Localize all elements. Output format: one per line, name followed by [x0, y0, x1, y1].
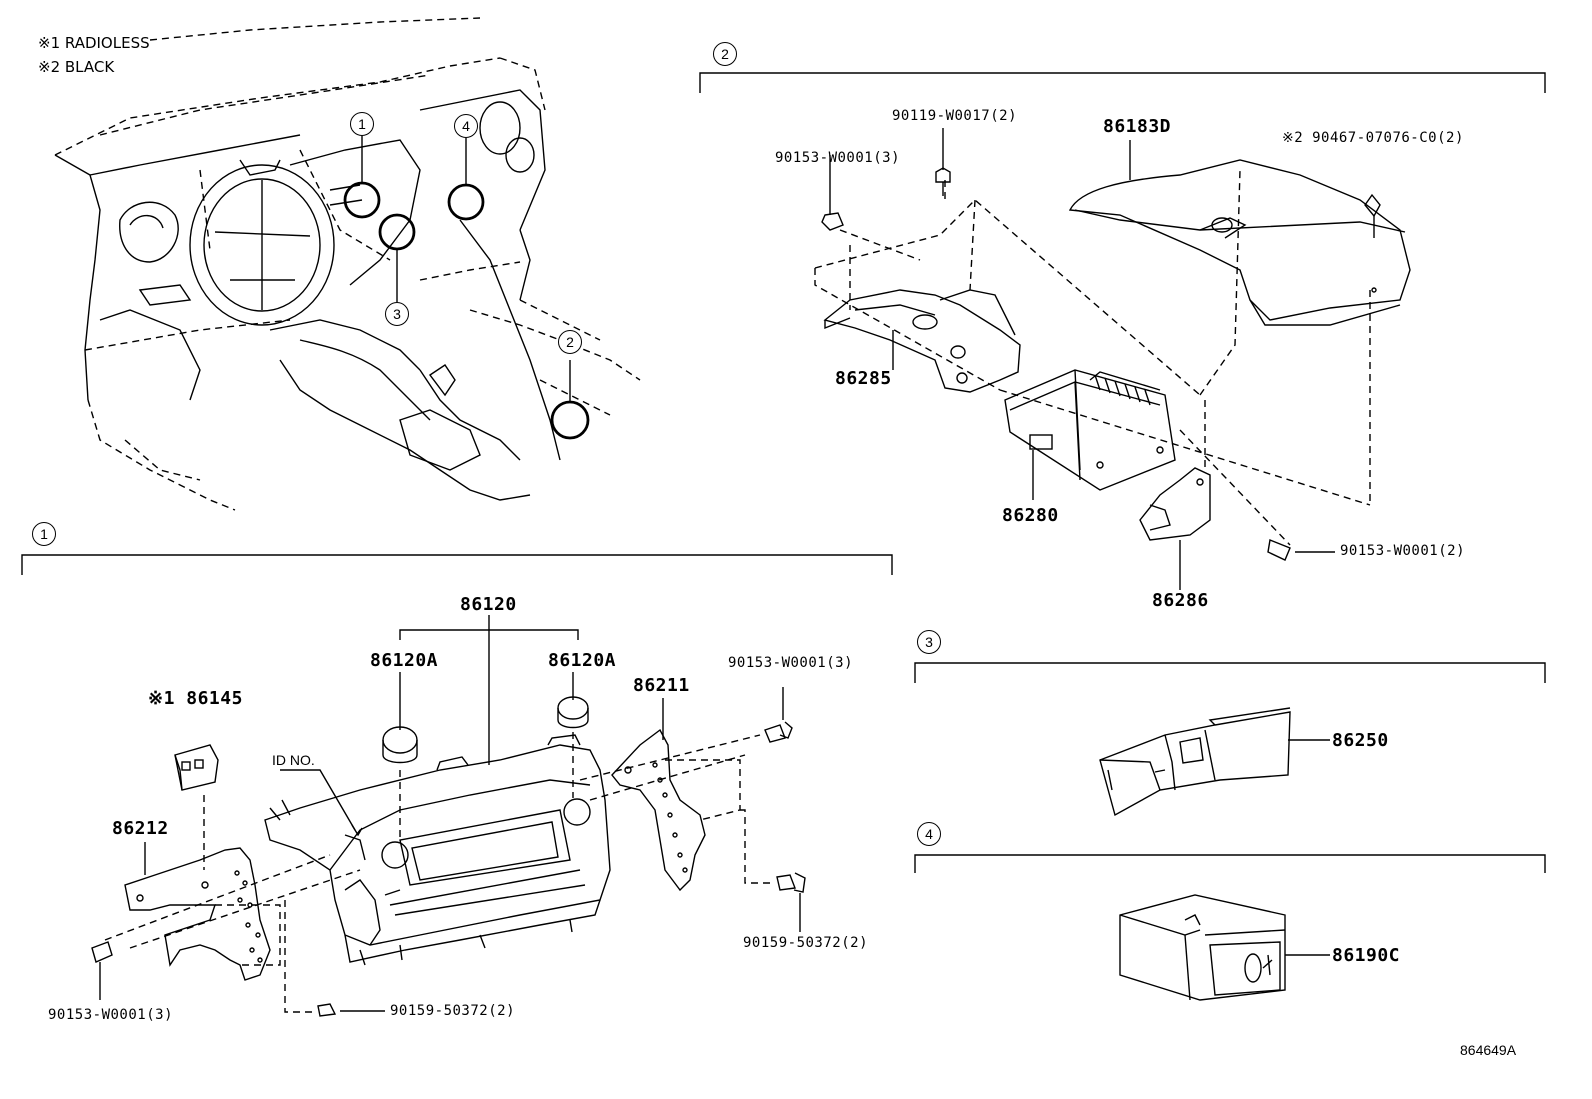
cover-86183D-drawing [1068, 140, 1411, 326]
note-radioless: ※1 RADIOLESS [38, 34, 150, 52]
label-90159-50372-s1-right: 90159-50372(2) [743, 935, 869, 951]
label-86120A-right: 86120A [548, 650, 617, 671]
label-90153-W0001-s1-right: 90153-W0001(3) [728, 655, 854, 671]
callout-3: 3 [385, 302, 409, 326]
label-90153-W0001-bottom: 90153-W0001(2) [1340, 543, 1466, 559]
bracket-86211-drawing [579, 687, 806, 932]
label-86183D: 86183D [1103, 116, 1172, 137]
label-86250: 86250 [1332, 730, 1389, 751]
callout-1: 1 [350, 112, 374, 136]
label-86285: 86285 [835, 368, 892, 389]
label-86190C: 86190C [1332, 945, 1401, 966]
label-id-no: ID NO. [272, 752, 315, 768]
label-86145: ※1 86145 [148, 688, 243, 709]
label-86286: 86286 [1152, 590, 1209, 611]
label-90153-W0001-top: 90153-W0001(3) [775, 150, 901, 166]
label-86280: 86280 [1002, 505, 1059, 526]
label-90467-07076-C0: ※2 90467-07076-C0(2) [1282, 130, 1464, 146]
label-90153-W0001-s1-left: 90153-W0001(3) [48, 1007, 174, 1023]
section-1-marker: 1 [32, 522, 56, 546]
bracket-86212-drawing [91, 744, 385, 1017]
section-3-marker: 3 [917, 630, 941, 654]
label-86212: 86212 [112, 818, 169, 839]
label-86211: 86211 [633, 675, 690, 696]
switch-86250-drawing [1099, 707, 1330, 817]
dashboard-overview-drawing [54, 17, 641, 511]
amplifier-86280-drawing [814, 169, 1371, 546]
drawing-code: 864649A [1460, 1042, 1517, 1058]
section2-leaders [821, 128, 1335, 590]
head-unit-86120-drawing [264, 615, 611, 966]
callout-2: 2 [558, 330, 582, 354]
label-90159-50372-s1-bottom: 90159-50372(2) [390, 1003, 516, 1019]
label-86120: 86120 [460, 594, 517, 615]
section-4-marker: 4 [917, 822, 941, 846]
label-86120A-left: 86120A [370, 650, 439, 671]
usb-86190C-drawing [1119, 894, 1330, 1001]
section-2-marker: 2 [713, 42, 737, 66]
section-brackets [21, 72, 1546, 873]
note-black: ※2 BLACK [38, 58, 115, 76]
callout-4: 4 [454, 114, 478, 138]
label-90119-W0017: 90119-W0017(2) [892, 108, 1018, 124]
